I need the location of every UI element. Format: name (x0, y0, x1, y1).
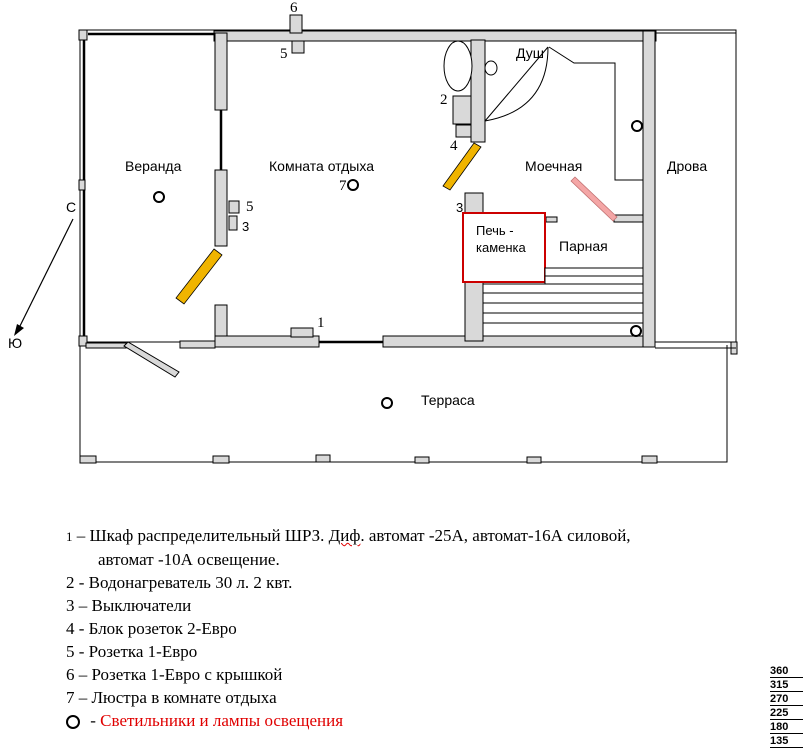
marker-5-left: 5 (246, 199, 254, 215)
legend: 1 – Шкаф распределительный ШРЗ. Диф. авт… (66, 524, 766, 732)
stove (462, 212, 546, 283)
compass-north: С (66, 199, 76, 215)
outlet-6-cover (289, 14, 303, 34)
corner-top-left (78, 29, 88, 41)
washroom-partition (548, 46, 643, 181)
label-terrace: Терраса (421, 392, 475, 408)
door-steam (570, 176, 618, 222)
lamp-terrace (381, 397, 393, 409)
marker-5-top: 5 (280, 46, 288, 62)
terrace-post (526, 456, 542, 464)
outlet-block-4 (455, 124, 472, 138)
veranda-door-leaf (123, 341, 180, 378)
scale-value: 360 (770, 664, 803, 678)
wall-firewood (642, 30, 656, 348)
label-rest-room: Комната отдыха (269, 158, 374, 174)
compass-arrow (17, 218, 74, 331)
stove-connector (545, 216, 558, 223)
panel-1 (290, 327, 314, 338)
legend-item-3: 3 – Выключатели (66, 596, 192, 615)
legend-text-1-spell: Диф (328, 526, 361, 545)
wall-bottom-left (214, 335, 320, 348)
wall-partition-mid (214, 169, 228, 247)
drain (484, 60, 498, 76)
marker-1: 1 (317, 315, 325, 331)
legend-lamps-dash: - (86, 711, 101, 730)
marker-7: 7 (339, 178, 347, 194)
water-heater (452, 95, 472, 125)
outlet-5-top (291, 40, 305, 54)
lamp-washroom (631, 120, 643, 132)
floor-plan: Веранда Комната отдыха Душ Моечная Дрова… (8, 0, 738, 464)
terrace-post (315, 454, 331, 463)
scale-value: 135 (770, 734, 803, 748)
label-veranda: Веранда (125, 158, 182, 174)
marker-3-left: 3 (242, 219, 249, 234)
label-firewood: Дрова (667, 158, 707, 174)
legend-lamps-text: Светильники и лампы освещения (100, 711, 344, 730)
terrace-post (79, 455, 97, 464)
legend-num-1: 1 (66, 529, 73, 544)
lamp-steam (630, 325, 642, 337)
scale-value: 225 (770, 706, 803, 720)
switch-3-left (228, 215, 238, 231)
compass-south: Ю (8, 335, 22, 351)
legend-item-2: 2 - Водонагреватель 30 л. 2 квт. (66, 573, 293, 592)
wall-steam-right (613, 214, 644, 223)
wall-partition-upper (214, 32, 228, 111)
legend-text-1a: – Шкаф распределительный ШРЗ. (72, 526, 329, 545)
veranda-door-frame (85, 342, 127, 349)
legend-item-7: 7 – Люстра в комнате отдыха (66, 688, 277, 707)
lamp-symbol-icon (66, 715, 80, 730)
wall-bottom-right (382, 335, 644, 348)
door-veranda (175, 248, 223, 305)
corner-bottom-left (78, 335, 88, 347)
door-shower (442, 142, 482, 191)
legend-item-1-cont: автомат -10А освещение. (98, 550, 280, 569)
label-shower: Душ (516, 45, 544, 61)
label-stove-2: каменка (476, 240, 527, 255)
terrace-post (414, 456, 430, 464)
scale-value: 180 (770, 720, 803, 734)
legend-item-5: 5 - Розетка 1-Евро (66, 642, 198, 661)
wall-shower (470, 39, 486, 143)
scale-value: 315 (770, 678, 803, 692)
scale-values: 360 315 270 225 180 135 (770, 664, 803, 748)
bench-steps (482, 283, 644, 337)
lamp-chandelier (347, 179, 359, 191)
scale-value: 270 (770, 692, 803, 706)
label-stove-1: Печь - (476, 223, 514, 238)
lamp-veranda (153, 191, 165, 203)
marker-3-right: 3 (456, 200, 463, 215)
label-washroom: Моечная (525, 158, 582, 174)
marker-4: 4 (450, 138, 458, 154)
wall-top (213, 30, 657, 42)
shower-door-arc (484, 46, 549, 122)
window-left (78, 179, 86, 191)
legend-item-lamps: - Светильники и лампы освещения (66, 709, 766, 732)
label-steam-room: Парная (559, 238, 608, 254)
legend-item-1: 1 – Шкаф распределительный ШРЗ. Диф. авт… (66, 524, 766, 548)
outlet-5-left (228, 200, 240, 214)
legend-item-6: 6 – Розетка 1-Евро с крышкой (66, 665, 283, 684)
marker-6: 6 (290, 0, 298, 16)
compass-arrowhead (14, 324, 24, 336)
marker-2: 2 (440, 92, 448, 108)
legend-text-1b: . автомат -25А, автомат-16А силовой, (360, 526, 631, 545)
terrace-outline (79, 342, 728, 463)
shower-door-line (484, 46, 549, 122)
wall-bottom-stub (179, 340, 216, 349)
terrace-post (212, 455, 230, 464)
sink (443, 40, 473, 92)
terrace-post (641, 455, 658, 464)
legend-item-4: 4 - Блок розеток 2-Евро (66, 619, 237, 638)
